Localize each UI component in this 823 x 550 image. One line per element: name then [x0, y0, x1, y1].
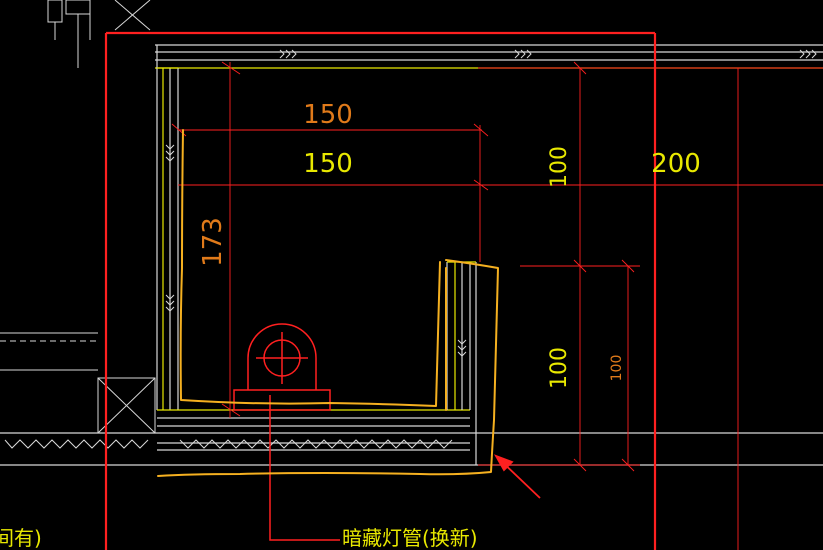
left-box — [0, 332, 156, 434]
bottom-slab — [0, 409, 823, 466]
right-wall-stub — [446, 261, 477, 465]
dim-top-width-yellow: 150 — [303, 149, 353, 179]
callout-hidden-light-tube: 暗藏灯管(换新) — [342, 526, 478, 550]
left-wall-hatch — [165, 144, 175, 312]
dim-left-height-orange: 173 — [198, 217, 228, 267]
left-wall — [156, 45, 179, 410]
red-arrow — [493, 454, 541, 499]
right-wall-stub-hatch — [457, 339, 467, 357]
dim-far-right-height-small: 100 — [609, 355, 625, 382]
dim-upper-right-height: 100 — [547, 146, 572, 188]
red-frame — [104, 31, 657, 550]
light-fixture-symbol — [233, 323, 340, 541]
bottom-slab-hatch — [4, 439, 453, 449]
dim-lower-right-height: 100 — [547, 347, 572, 389]
top-wall — [155, 44, 823, 69]
red-reference-lines — [171, 61, 823, 550]
top-left-fragment — [47, 0, 151, 68]
top-wall-hatch — [279, 49, 817, 59]
dim-total-height: 200 — [651, 149, 701, 179]
orange-markup-outline — [157, 129, 499, 477]
dim-top-width-orange: 150 — [303, 100, 353, 130]
bottom-left-text-fragment: 间有) — [0, 526, 42, 550]
